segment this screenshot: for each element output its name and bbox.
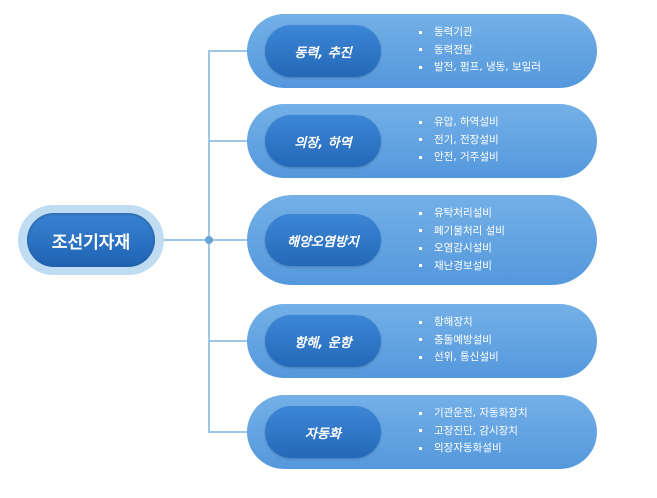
bullet-icon bbox=[419, 411, 422, 415]
branch-connector-1 bbox=[208, 50, 250, 52]
list-item: 재난경보설비 bbox=[419, 258, 505, 276]
branch-connector-4 bbox=[208, 340, 250, 342]
list-item: 동력기관 bbox=[419, 24, 541, 42]
bullet-icon bbox=[419, 264, 422, 267]
item-list: 유압, 하역설비 전기, 전장설비 안전, 거주설비 bbox=[419, 114, 499, 167]
root-label: 조선기자재 bbox=[27, 213, 155, 267]
bullet-icon bbox=[419, 138, 422, 141]
bullet-icon bbox=[419, 120, 422, 124]
list-item: 기관운전, 자동화장치 bbox=[419, 405, 528, 423]
bullet-icon bbox=[419, 65, 422, 69]
bullet-icon bbox=[419, 211, 422, 215]
bullet-icon bbox=[419, 246, 422, 250]
branch-label: 동력, 추진 bbox=[265, 25, 381, 77]
bullet-icon bbox=[419, 355, 422, 359]
branch-power-propulsion: 동력, 추진 동력기관 동력전달 발전, 펌프, 냉동, 보일러 bbox=[247, 14, 597, 88]
branch-connector-5 bbox=[208, 431, 250, 433]
bullet-icon bbox=[419, 429, 422, 432]
bullet-icon bbox=[419, 320, 422, 324]
root-node: 조선기자재 bbox=[18, 205, 164, 275]
list-item: 동력전달 bbox=[419, 42, 541, 60]
root-connector bbox=[160, 239, 210, 241]
item-list: 항해장치 충돌예방설비 선위, 통신설비 bbox=[419, 314, 499, 367]
list-item: 충돌예방설비 bbox=[419, 332, 499, 350]
item-list: 기관운전, 자동화장치 고장진단, 감시장치 의장자동화설비 bbox=[419, 405, 528, 458]
branch-label: 자동화 bbox=[265, 406, 381, 458]
branch-label: 해양오염방지 bbox=[265, 214, 381, 266]
list-item: 오염감시설비 bbox=[419, 240, 505, 258]
bullet-icon bbox=[419, 155, 422, 159]
branch-connector-2 bbox=[208, 140, 250, 142]
branch-marine-pollution-prevention: 해양오염방지 유탁처리설비 폐기물처리 설비 오염감시설비 재난경보설비 bbox=[247, 195, 597, 285]
list-item: 전기, 전장설비 bbox=[419, 132, 499, 150]
branch-navigation-operation: 항해, 운항 항해장치 충돌예방설비 선위, 통신설비 bbox=[247, 304, 597, 378]
list-item: 유탁처리설비 bbox=[419, 205, 505, 223]
branch-automation: 자동화 기관운전, 자동화장치 고장진단, 감시장치 의장자동화설비 bbox=[247, 395, 597, 469]
branch-connector-3 bbox=[208, 239, 250, 241]
branch-label: 항해, 운항 bbox=[265, 315, 381, 367]
list-item: 유압, 하역설비 bbox=[419, 114, 499, 132]
junction-dot bbox=[205, 236, 213, 244]
list-item: 안전, 거주설비 bbox=[419, 149, 499, 167]
list-item: 발전, 펌프, 냉동, 보일러 bbox=[419, 59, 541, 77]
bullet-icon bbox=[419, 229, 422, 232]
list-item: 선위, 통신설비 bbox=[419, 349, 499, 367]
item-list: 동력기관 동력전달 발전, 펌프, 냉동, 보일러 bbox=[419, 24, 541, 77]
list-item: 항해장치 bbox=[419, 314, 499, 332]
item-list: 유탁처리설비 폐기물처리 설비 오염감시설비 재난경보설비 bbox=[419, 205, 505, 275]
bullet-icon bbox=[419, 446, 422, 450]
list-item: 의장자동화설비 bbox=[419, 440, 528, 458]
bullet-icon bbox=[419, 30, 422, 34]
bullet-icon bbox=[419, 48, 422, 51]
list-item: 고장진단, 감시장치 bbox=[419, 423, 528, 441]
branch-label: 의장, 하역 bbox=[265, 115, 381, 167]
branch-outfitting-cargo: 의장, 하역 유압, 하역설비 전기, 전장설비 안전, 거주설비 bbox=[247, 104, 597, 178]
bullet-icon bbox=[419, 338, 422, 341]
list-item: 폐기물처리 설비 bbox=[419, 223, 505, 241]
